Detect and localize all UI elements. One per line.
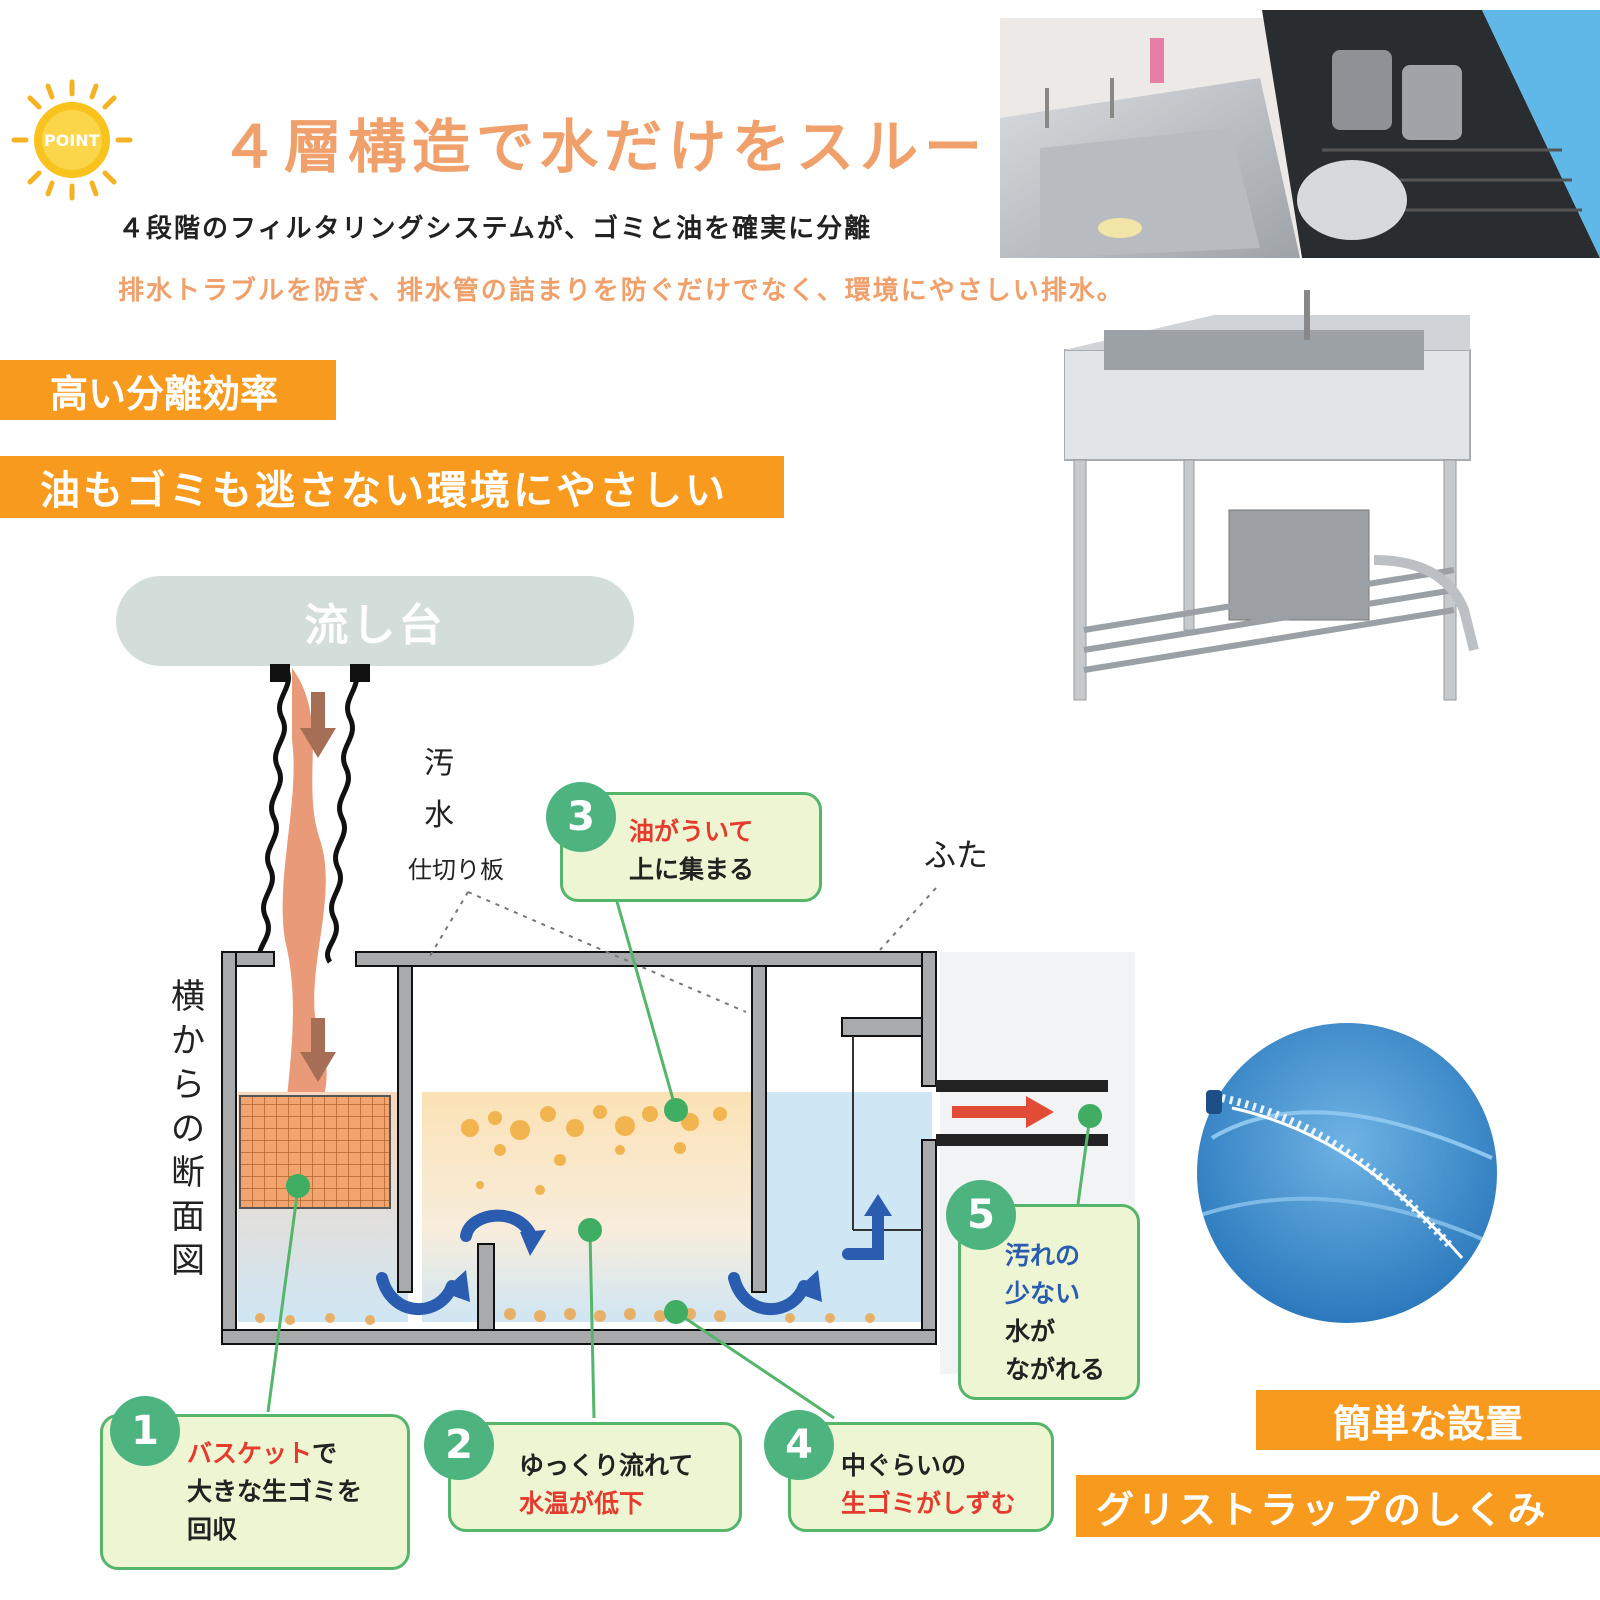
step-4-badge: 4 bbox=[764, 1410, 834, 1480]
feature-band-eco: 油もゴミも逃さない環境にやさしい bbox=[0, 456, 784, 518]
sink-label: 流し台 bbox=[116, 576, 634, 666]
subtitle-primary: ４段階のフィルタリングシステムが、ゴミと油を確実に分離 bbox=[118, 214, 873, 244]
step-3-badge: 3 bbox=[546, 782, 616, 852]
lid-label: ふた bbox=[924, 836, 989, 874]
step-2-badge: 2 bbox=[424, 1410, 494, 1480]
side-view-label: 横 か ら の 断 面 図 bbox=[171, 977, 205, 1281]
step-1-badge: 1 bbox=[110, 1396, 180, 1466]
callout-clean-water: 汚れの 少ない 水が ながれる bbox=[958, 1204, 1140, 1400]
callout-cooling: ゆっくり流れて 水温が低下 bbox=[448, 1422, 742, 1532]
page-title: ４層構造で水だけをスルー bbox=[220, 113, 989, 181]
feature-band-install: 簡単な設置 bbox=[1256, 1390, 1600, 1450]
wastewater-label-1: 汚 bbox=[424, 746, 454, 781]
sink-stand-photo bbox=[1064, 290, 1479, 701]
subtitle-secondary: 排水トラブルを防ぎ、排水管の詰まりを防ぐだけでなく、環境にやさしい排水。 bbox=[118, 276, 1125, 306]
clean-water-splash-image bbox=[1197, 1023, 1497, 1323]
callout-oil-float: 油がういて 上に集まる bbox=[560, 792, 822, 902]
wastewater-label-2: 水 bbox=[424, 798, 454, 833]
point-badge: POINT bbox=[44, 131, 100, 150]
feature-band-separation: 高い分離効率 bbox=[0, 360, 336, 420]
feature-band-mechanism: グリストラップのしくみ bbox=[1076, 1475, 1600, 1537]
dish-rack-photo bbox=[1262, 10, 1600, 258]
sink-photo bbox=[1000, 18, 1300, 258]
partition-label: 仕切り板 bbox=[408, 856, 504, 884]
sun-point-icon bbox=[11, 79, 133, 201]
step-5-badge: 5 bbox=[946, 1180, 1016, 1250]
